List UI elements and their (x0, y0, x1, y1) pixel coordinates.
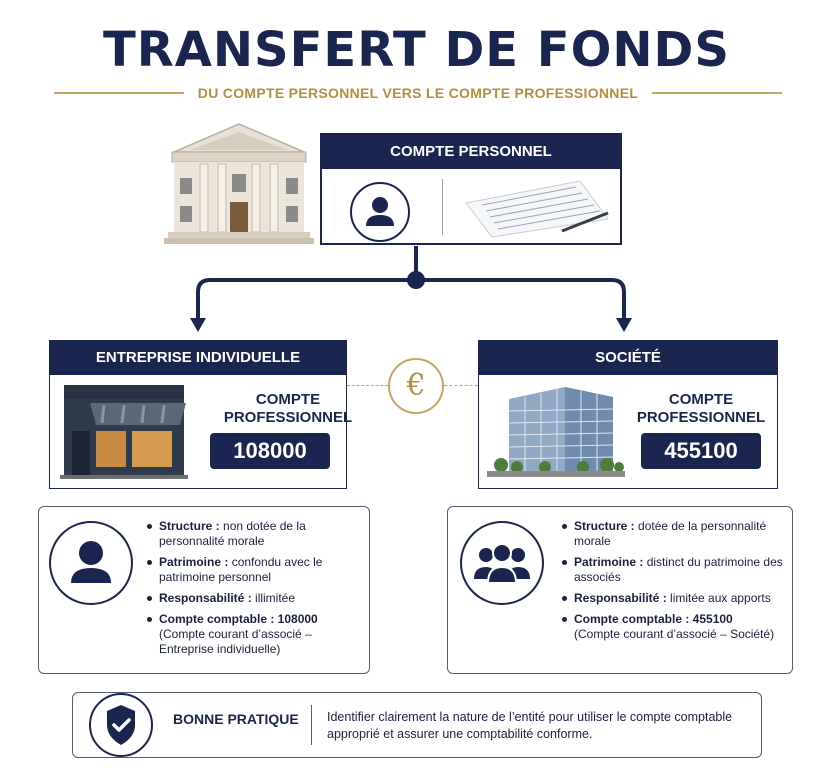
page-title: TRANSFERT DE FONDS (103, 22, 730, 78)
personal-account-heading: COMPTE PERSONNEL (322, 135, 620, 169)
detail-compte-comptable: Compte comptable : 108000(Compte courant… (147, 612, 363, 657)
company-detail-list: Structure : dotée de la personnalité mor… (562, 519, 786, 648)
account-label-line-1: COMPTE (668, 391, 734, 408)
dashed-link-left (347, 385, 388, 386)
best-practice-label: BONNE PRATIQUE (173, 711, 299, 727)
best-practice-text: Identifier clairement la nature de l’ent… (327, 710, 733, 741)
account-label-line-2: PROFESSIONNEL (636, 409, 766, 426)
dashed-link-right (444, 385, 478, 386)
personal-account-box: COMPTE PERSONNEL (320, 133, 622, 245)
company-heading: SOCIÉTÉ (479, 341, 777, 375)
sole-proprietorship-account-number: 108000 (210, 433, 330, 469)
office-building-image (487, 387, 625, 477)
page-subtitle: DU COMPTE PERSONNEL VERS LE COMPTE PROFE… (197, 85, 639, 101)
detail-responsabilite: Responsabilité : illimitée (147, 591, 363, 606)
account-label-line-1: COMPTE (255, 391, 321, 408)
detail-structure: Structure : non dotée de la personnalité… (147, 519, 363, 549)
company-details: Structure : dotée de la personnalité mor… (447, 506, 793, 674)
sole-proprietorship-details: Structure : non dotée de la personnalité… (38, 506, 370, 674)
flow-connector (190, 246, 632, 332)
single-user-icon (49, 521, 133, 605)
bank-statement-icon (465, 180, 609, 238)
sole-proprietorship-detail-list: Structure : non dotée de la personnalité… (147, 519, 363, 663)
sole-proprietorship-box: ENTREPRISE INDIVIDUELLE COMPTE PROFESSIO… (49, 340, 352, 489)
euro-icon: € (388, 358, 444, 414)
divider-left (54, 92, 184, 94)
shield-check-icon (89, 693, 153, 757)
detail-structure: Structure : dotée de la personnalité mor… (562, 519, 786, 549)
best-practice-divider (311, 705, 312, 745)
detail-patrimoine: Patrimoine : confondu avec le patrimoine… (147, 555, 363, 585)
sole-proprietorship-account-label: COMPTE PROFESSIONNEL (220, 391, 356, 427)
subtitle-row: DU COMPTE PERSONNEL VERS LE COMPTE PROFE… (54, 84, 783, 102)
detail-responsabilite: Responsabilité : limitée aux apports (562, 591, 786, 606)
user-icon (350, 182, 410, 242)
account-label-line-2: PROFESSIONNEL (223, 409, 353, 426)
bank-building-image (164, 123, 314, 244)
best-practice-box: BONNE PRATIQUE Identifier clairement la … (72, 692, 762, 758)
company-account-label: COMPTE PROFESSIONNEL (631, 391, 771, 427)
sole-proprietorship-heading: ENTREPRISE INDIVIDUELLE (50, 341, 346, 375)
company-box: SOCIÉTÉ COMPTE PROFESSIONNEL 455100 (478, 340, 778, 489)
group-users-icon (460, 521, 544, 605)
detail-patrimoine: Patrimoine : distinct du patrimoine des … (562, 555, 786, 585)
divider-right (652, 92, 783, 94)
detail-compte-comptable: Compte comptable : 455100(Compte courant… (562, 612, 786, 642)
personal-divider (442, 179, 443, 235)
shop-storefront-image (60, 385, 188, 479)
company-account-number: 455100 (641, 433, 761, 469)
